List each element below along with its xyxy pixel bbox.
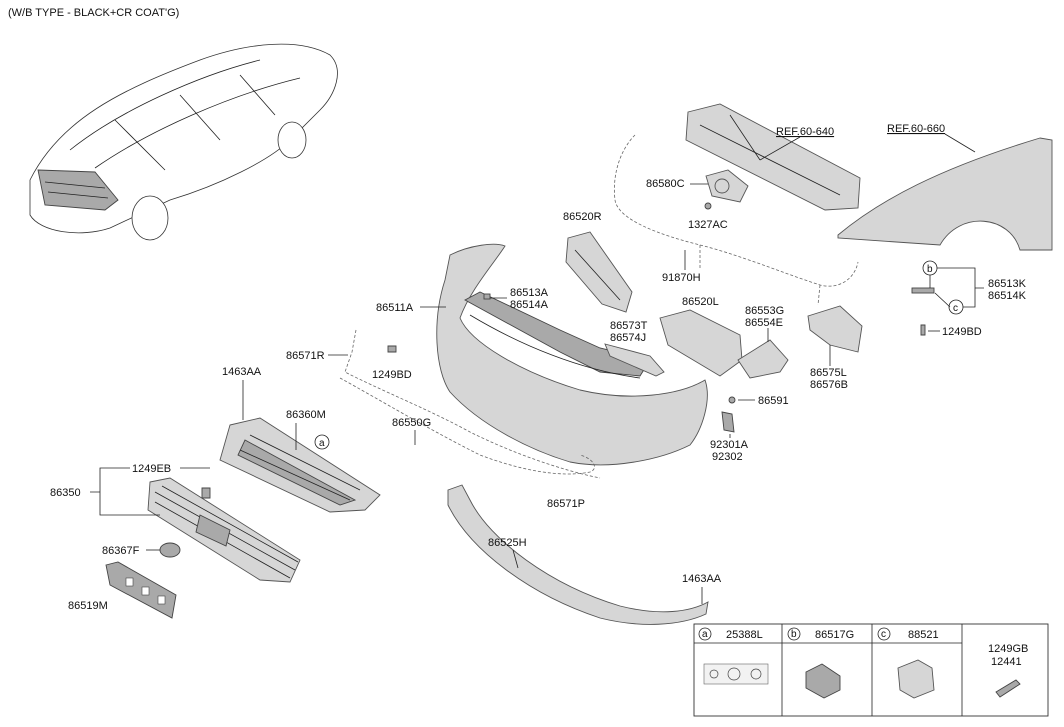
ref-60-640-label: REF.60-640 [776,126,834,138]
label-86360M: 86360M [286,409,326,421]
label-86550G: 86550G [392,417,431,429]
diagram-title: (W/B TYPE - BLACK+CR COAT'G) [8,7,179,19]
lower-grille-86350 [147,477,301,583]
label-92302: 92302 [712,451,743,463]
garnish-86553G [737,339,789,379]
license-bracket-86519M [105,561,177,619]
legend-image-1249GB [995,679,1021,698]
legend-image-88521 [897,659,935,699]
emblem-86367F [159,542,181,558]
label-86580C: 86580C [646,178,685,190]
callout-b-text: b [927,264,933,275]
label-1249BD-left: 1249BD [372,369,412,381]
clip-86513K [911,287,935,294]
label-86513K: 86513K [988,278,1027,290]
label-86554E: 86554E [745,317,783,329]
label-86571R: 86571R [286,350,325,362]
label-86575L: 86575L [810,367,847,379]
screw-1249BD-right [920,324,926,336]
label-86571P: 86571P [547,498,585,510]
molding-86571R [344,329,601,479]
upper-grille-86360M [219,417,381,513]
label-86514K: 86514K [988,290,1027,302]
label-91870H: 91870H [662,272,701,284]
label-86520L: 86520L [682,296,719,308]
legend-part-25388L: 25388L [726,629,763,641]
trim-86573T [604,343,665,377]
label-86573T: 86573T [610,320,648,332]
label-1463AA-top: 1463AA [222,366,262,378]
bracket-86520R [565,231,633,313]
bracket-86520L [659,309,743,377]
label-92301A: 92301A [710,439,749,451]
screw-1249EB [201,487,211,499]
label-86519M: 86519M [68,600,108,612]
label-86553G: 86553G [745,305,784,317]
bracket-86575L [807,305,863,353]
nut-1327AC [704,202,712,210]
parts-legend-table: a 25388L b 86517G c 88521 1249GB 12441 [693,623,1049,717]
lamp-92301A [721,411,735,433]
label-86576B: 86576B [810,379,848,391]
car-overview-illustration [29,43,338,241]
legend-letter-c: c [881,629,886,640]
legend-part-1249GB: 1249GB [988,643,1028,655]
label-86367F: 86367F [102,545,140,557]
label-1463AA-bottom: 1463AA [682,573,722,585]
legend-part-88521: 88521 [908,629,939,641]
lower-lip-86525H [447,484,709,625]
label-86591: 86591 [758,395,789,407]
legend-image-86517G [805,663,841,699]
label-1249BD-right: 1249BD [942,326,982,338]
legend-part-12441: 12441 [991,656,1022,668]
label-86511A: 86511A [376,302,414,314]
label-86574J: 86574J [610,332,646,344]
label-86520R: 86520R [563,211,602,223]
callout-a [314,434,330,450]
callout-c-text: c [953,303,958,314]
front-fender [837,137,1053,251]
label-1249EB: 1249EB [132,463,171,475]
legend-letter-b: b [791,629,797,640]
ref-60-660-label: REF.60-660 [887,123,945,135]
legend-callout-a [698,627,712,641]
label-86513A: 86513A [510,287,549,299]
legend-image-25388L [703,663,769,685]
legend-callout-c [877,627,891,641]
label-86514A: 86514A [510,299,549,311]
legend-letter-a: a [702,629,708,640]
clip-86513A [483,293,491,300]
bumper-back-beam [685,103,861,211]
label-86525H: 86525H [488,537,527,549]
callout-a-text: a [319,438,325,449]
legend-callout-b [787,627,801,641]
legend-part-86517G: 86517G [815,629,854,641]
molding-86550G [339,377,595,475]
label-86350: 86350 [50,487,81,499]
label-1327AC: 1327AC [688,219,728,231]
screw-1249BD-left [387,345,397,353]
sensor-bracket [705,169,749,203]
fastener-86591 [728,396,736,404]
